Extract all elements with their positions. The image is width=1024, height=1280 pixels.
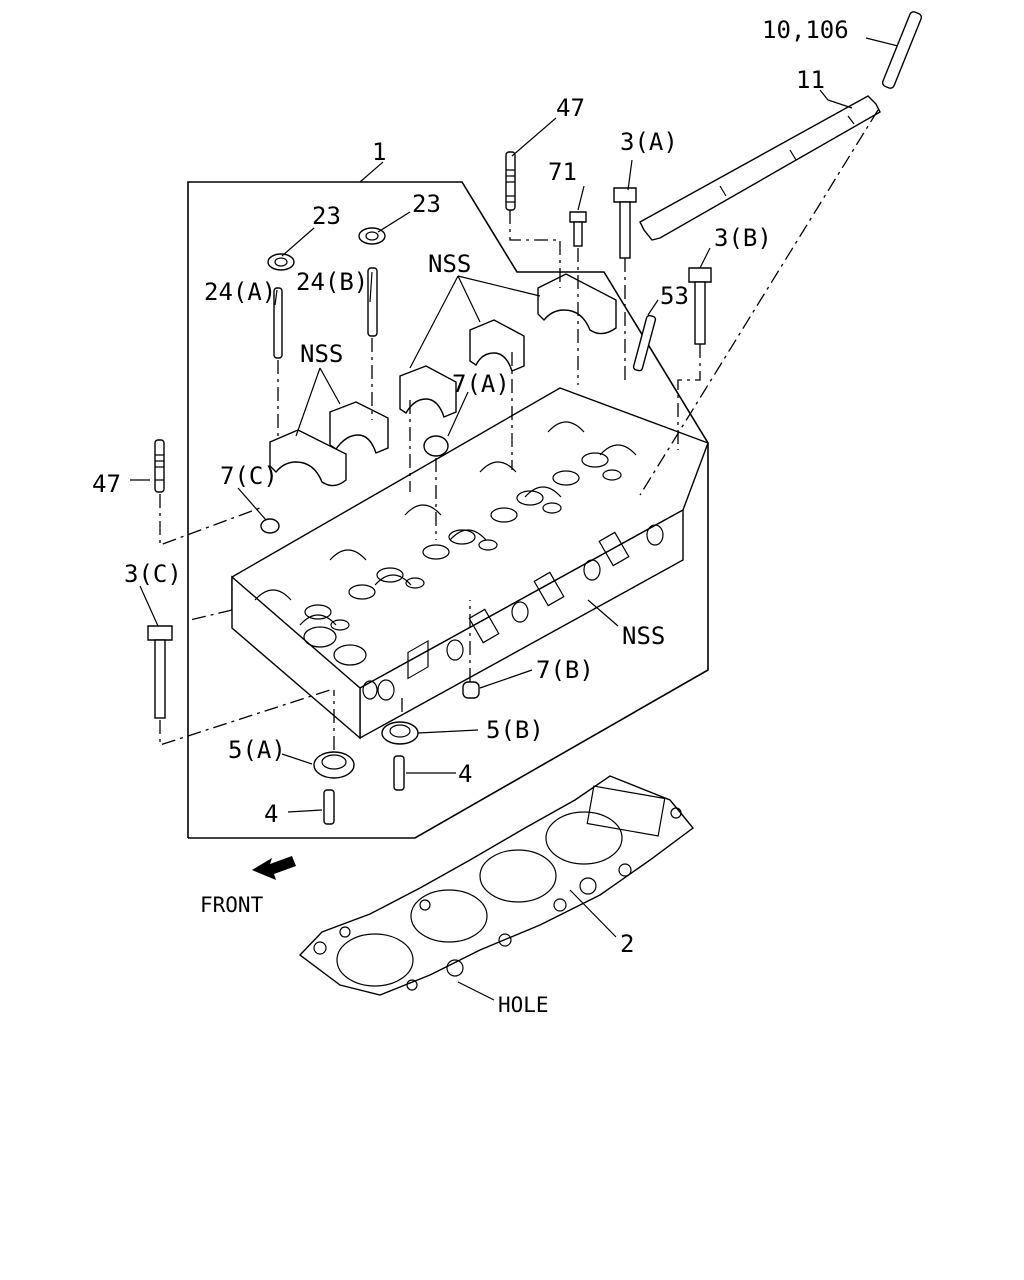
label-nut-23-left: 23 [312, 202, 341, 230]
fasteners [147, 151, 712, 825]
callout-labels: 10,106 11 47 71 3(A) 3(B) 53 1 23 23 24(… [92, 16, 849, 1017]
label-seal-5a: 5(A) [228, 736, 286, 764]
label-stud-24b: 24(B) [296, 268, 368, 296]
label-bolt-3c: 3(C) [124, 560, 182, 588]
label-stud-top: 47 [556, 94, 585, 122]
label-seal-5b: 5(B) [486, 716, 544, 744]
label-plug-7a: 7(A) [452, 370, 510, 398]
glow-plug-assembly [639, 11, 923, 241]
label-nss-left: NSS [300, 340, 343, 368]
label-nut-23-right: 23 [412, 190, 441, 218]
label-pin-4-left: 4 [264, 800, 278, 828]
label-nss-side: NSS [622, 622, 665, 650]
label-part-53: 53 [660, 282, 689, 310]
label-connector-plate: 11 [796, 66, 825, 94]
assembly-frame [187, 181, 709, 839]
label-bolt-3a: 3(A) [620, 128, 678, 156]
label-nss-top: NSS [428, 250, 471, 278]
leader-lines [130, 37, 899, 1001]
label-bolt-3b: 3(B) [714, 224, 772, 252]
label-stud-47-left: 47 [92, 470, 121, 498]
label-gasket-2: 2 [620, 930, 634, 958]
label-plug-7c: 7(C) [220, 462, 278, 490]
label-bolt-71: 71 [548, 158, 577, 186]
label-front: FRONT [200, 893, 264, 917]
label-pin-4-right: 4 [458, 760, 472, 788]
label-hole: HOLE [498, 993, 549, 1017]
label-glow-plug: 10,106 [762, 16, 849, 44]
front-arrow-icon [252, 856, 296, 880]
bearing-caps [269, 273, 617, 487]
label-stud-24a: 24(A) [204, 278, 276, 306]
head-gasket [298, 775, 695, 996]
label-plug-7b: 7(B) [536, 656, 594, 684]
alignment-lines [159, 109, 879, 750]
cylinder-head [231, 387, 709, 740]
label-head-assembly: 1 [372, 138, 386, 166]
